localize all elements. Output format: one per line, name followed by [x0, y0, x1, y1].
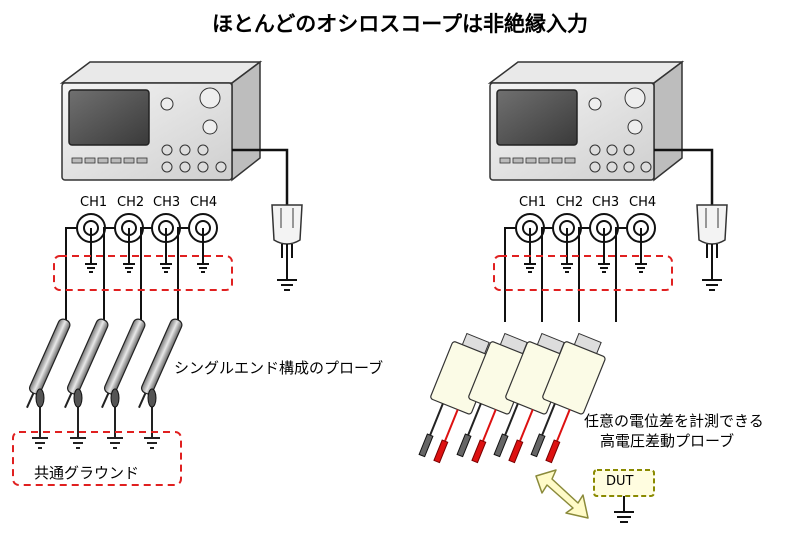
dut-ground-icon [614, 496, 634, 523]
left-single-ended-probes [26, 318, 183, 449]
single-ended-probe-label: シングルエンド構成のプローブ [174, 359, 384, 377]
diff-probe-label-line2: 高電圧差動プローブ [600, 432, 735, 450]
dut-box [593, 469, 655, 497]
left-channel-label-ch3: CH3 [153, 195, 181, 210]
common-ground-label: 共通グラウンド [34, 464, 140, 482]
oscilloscope-left [59, 60, 303, 291]
right-channel-label-ch1: CH1 [519, 195, 547, 210]
double-arrow-icon [535, 469, 589, 519]
right-channel-label-ch2: CH2 [556, 195, 584, 210]
diff-probe-label-line1: 任意の電位差を計測できる [584, 412, 764, 430]
left-channel-label-ch1: CH1 [80, 195, 108, 210]
left-channel-label-ch2: CH2 [117, 195, 145, 210]
left-channel-label-ch4: CH4 [190, 195, 218, 210]
dut-label: DUT [606, 474, 634, 489]
right-differential-probes [418, 332, 606, 464]
common-ground-dashed-box [12, 431, 182, 486]
page-title: ほとんどのオシロスコープは非絶縁入力 [211, 12, 589, 36]
right-ground-dashed-box [493, 255, 673, 291]
right-channel-label-ch3: CH3 [592, 195, 620, 210]
left-channel-connectors [65, 213, 218, 320]
oscilloscope-right [487, 60, 728, 291]
right-channel-connectors [504, 213, 656, 322]
left-ground-dashed-box [53, 255, 233, 291]
right-channel-label-ch4: CH4 [629, 195, 657, 210]
